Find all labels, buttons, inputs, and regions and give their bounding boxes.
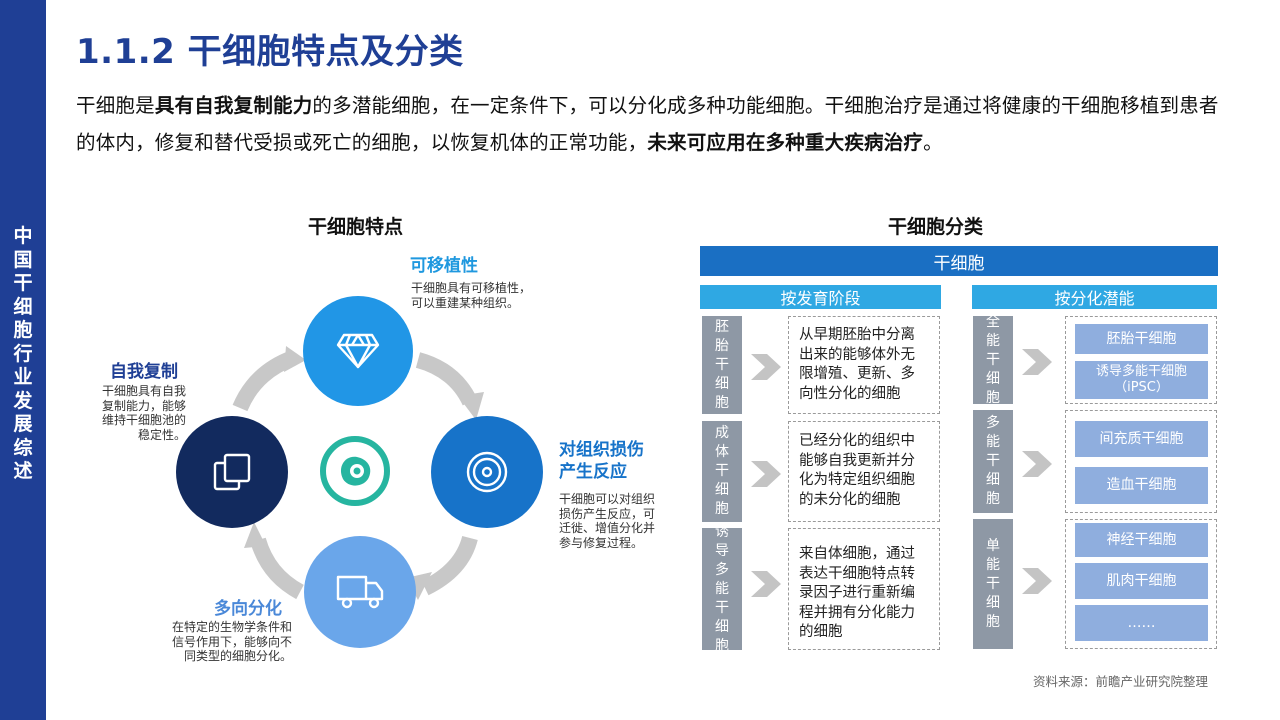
tag-neural: 神经干细胞: [1075, 523, 1208, 557]
feature-title-transplantable: 可移植性: [410, 256, 478, 276]
arrowhead-tr: [458, 392, 484, 420]
chevron-right-icon: [751, 571, 781, 597]
by-potency-header: 按分化潜能: [972, 285, 1217, 309]
intro-text-2: 的多潜能细胞，在一定条件下，可以分化成多种功能细胞。干细胞治疗是通过将健康的干细…: [76, 94, 1219, 154]
chevron-right-icon: [1022, 568, 1052, 594]
stage-desc-box: [788, 421, 940, 522]
copy-icon: [213, 453, 251, 491]
stage-desc-text: 已经分化的组织中 能够自我更新并分 化为特定组织细胞 的未分化的细胞: [799, 433, 915, 508]
feature-title-differentiation: 多向分化: [214, 599, 282, 619]
potency-row-name: 多 能 干 细 胞: [973, 410, 1013, 513]
sidebar: 中 国 干 细 胞 行 业 发 展 综 述: [0, 0, 46, 720]
arrow-right-bottom: [421, 535, 478, 596]
tag-mesenchymal: 间充质干细胞: [1075, 421, 1208, 457]
truck-icon: [336, 575, 384, 609]
feature-desc-transplantable: 干细胞具有可移植性， 可以重建某种组织。: [411, 281, 532, 310]
stage-desc-text: 从早期胚胎中分离 出来的能够体外无 限增殖、更新、多 向性分化的细胞: [799, 327, 915, 402]
tag-hematopoietic: 造血干细胞: [1075, 467, 1208, 504]
tag-embryonic: 胚胎干细胞: [1075, 324, 1208, 354]
classification-title: 干细胞分类: [888, 216, 984, 238]
cell-icon: [340, 456, 371, 486]
intro-paragraph: 干细胞是具有自我复制能力的多潜能细胞，在一定条件下，可以分化成多种功能细胞。干细…: [76, 88, 1236, 161]
self-renewal-circle: [176, 416, 288, 528]
feature-desc-injury: 干细胞可以对组织 损伤产生反应，可 迁徙、增值分化并 参与修复过程。: [559, 492, 656, 550]
stage-desc-box: [788, 316, 940, 414]
arrowhead-bl: [244, 522, 266, 548]
diamond-icon: [336, 333, 380, 369]
arrowhead-lt: [284, 346, 306, 372]
page-title: 1.1.2 干细胞特点及分类: [76, 32, 464, 72]
multi-differentiation-circle: [304, 536, 416, 648]
by-stage-header: 按发育阶段: [700, 285, 941, 309]
chevron-right-icon: [751, 354, 781, 380]
feature-title-self-renewal: 自我复制: [110, 362, 178, 382]
chevron-right-icon: [751, 461, 781, 487]
intro-text-1: 干细胞是: [76, 94, 155, 117]
chevron-right-icon: [1022, 451, 1052, 477]
feature-title-injury: 对组织损伤 产生反应: [559, 440, 644, 482]
stage-desc-box: [788, 528, 940, 650]
feature-desc-differentiation: 在特定的生物学条件和 信号作用下，能够向不 同类型的细胞分化。: [171, 620, 292, 663]
stage-row-name: 成 体 干 细 胞: [702, 421, 742, 522]
intro-bold-2: 未来可应用在多种重大疾病治疗: [647, 130, 924, 154]
stage-row-name: 诱 导 多 能 干 细 胞: [702, 524, 742, 654]
injury-response-circle: [431, 416, 543, 528]
target-disc-icon: [466, 451, 508, 493]
intro-text-3: 。: [923, 130, 943, 154]
potency-row-name: 单 能 干 细 胞: [973, 519, 1013, 649]
stage-row-name: 胚 胎 干 细 胞: [702, 316, 742, 414]
tag-more: ……: [1075, 605, 1208, 641]
tag-muscle: 肌肉干细胞: [1075, 563, 1208, 599]
transplantable-circle: [303, 296, 413, 406]
arrow-bottom-left: [250, 537, 304, 600]
center-cell-circle: [320, 436, 390, 506]
tag-ipsc: 诱导多能干细胞 （iPSC）: [1075, 361, 1208, 399]
sidebar-label: 中 国 干 细 胞 行 业 发 展 综 述: [13, 225, 33, 482]
features-title: 干细胞特点: [308, 216, 404, 238]
intro-bold-1: 具有自我复制能力: [154, 94, 313, 117]
stage-desc-text: 来自体细胞，通过 表达干细胞特点转 录因子进行重新编 程并拥有分化能力 的细胞: [799, 546, 915, 640]
potency-row-name: 全 能 干 细 胞: [973, 314, 1013, 406]
feature-desc-self-renewal: 干细胞具有自我 复制能力，能够 维持干细胞池的 稳定性。: [101, 384, 186, 442]
chevron-right-icon: [1022, 349, 1052, 375]
cycle-arrows: [232, 346, 484, 600]
stem-cell-root-bar: 干细胞: [700, 246, 1218, 276]
source-note: 资料来源：前瞻产业研究院整理: [1033, 674, 1209, 689]
